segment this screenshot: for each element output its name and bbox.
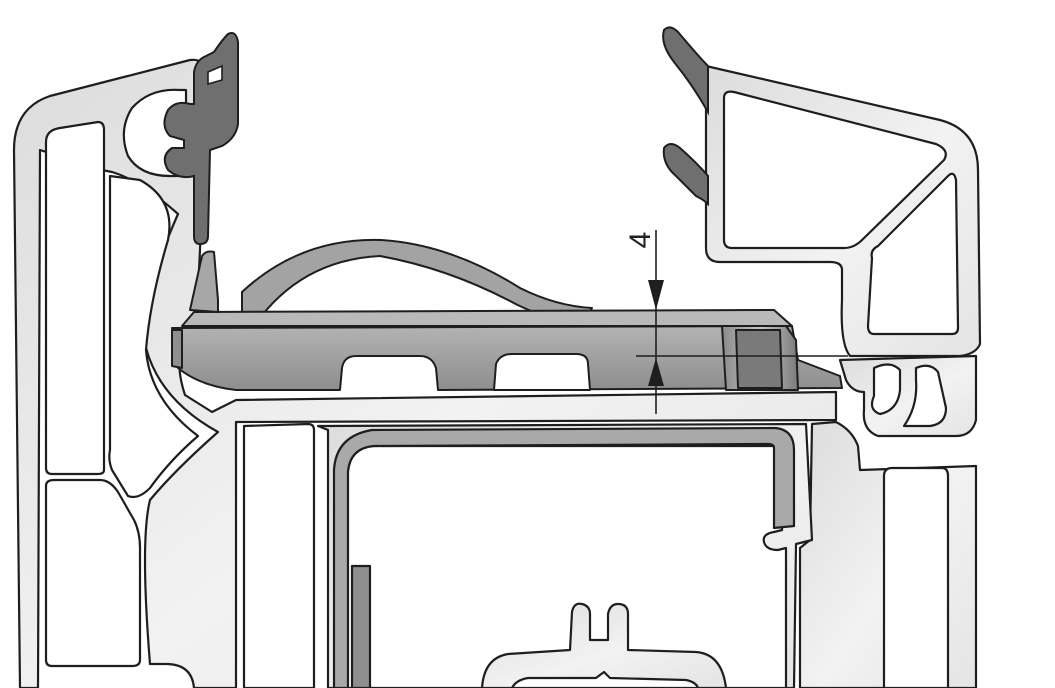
left-web [242, 422, 316, 688]
glazing-clip-part [171, 238, 843, 391]
right-frame-hook-2 [902, 364, 948, 428]
right-sash-chamber [722, 90, 947, 250]
clip-end-slot [735, 329, 783, 389]
right-seal-upper-icon [662, 26, 709, 116]
gasket-seal-icon [163, 32, 239, 246]
reinforcement-channel [332, 426, 796, 688]
left-seal-slot [207, 64, 223, 86]
clip-top-plate [181, 309, 793, 327]
right-sash-profile [704, 64, 982, 688]
left-chamber-lower [44, 478, 142, 668]
left-chamber-diagonal [108, 174, 200, 499]
right-sash-chamber-2 [866, 172, 960, 336]
lower-main-chamber [316, 422, 814, 688]
clip-post [189, 250, 219, 313]
right-seal-lower-icon [662, 143, 709, 207]
right-frame-hook [870, 363, 902, 416]
clip-slot-cutout [493, 353, 591, 391]
arrow-icon [648, 280, 664, 310]
lower-insert-outer [480, 602, 728, 688]
reinforcement-bar [350, 564, 372, 688]
left-chamber-upper [44, 120, 106, 476]
arrow-icon [648, 358, 664, 386]
right-frame-chamber [882, 466, 950, 688]
dimension-value-label: 4 [624, 232, 657, 249]
lower-insert-inner [510, 670, 700, 688]
clip-left-nose [171, 329, 183, 369]
